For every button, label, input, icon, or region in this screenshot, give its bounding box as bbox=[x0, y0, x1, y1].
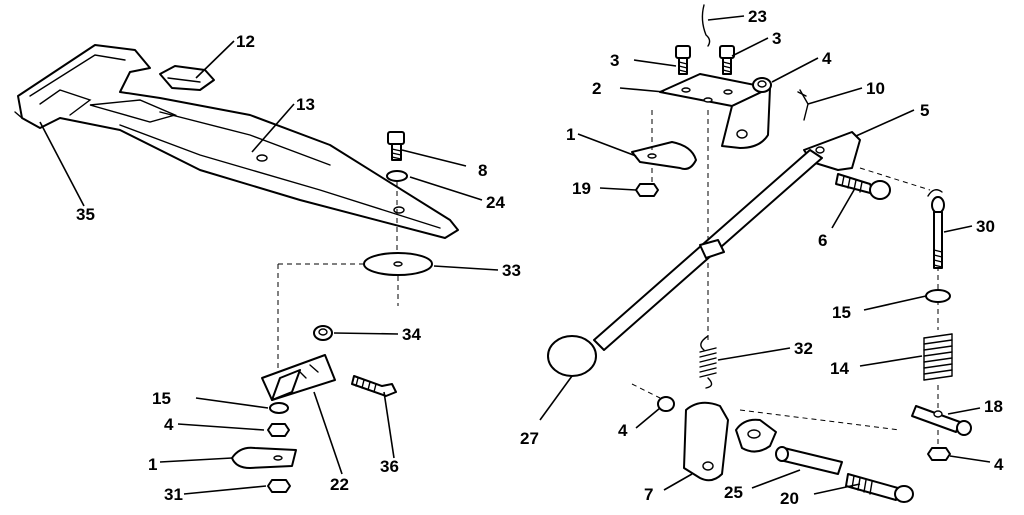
callout-15-right: 15 bbox=[832, 303, 851, 322]
callout-34: 34 bbox=[402, 325, 421, 344]
bolt-part-20 bbox=[845, 473, 914, 503]
callout-32: 32 bbox=[794, 339, 813, 358]
callout-30: 30 bbox=[976, 217, 995, 236]
callout-4-bottom: 4 bbox=[994, 455, 1004, 474]
bolt-part-36 bbox=[351, 375, 397, 397]
washer-part-15-left bbox=[269, 402, 289, 414]
callout-19: 19 bbox=[572, 179, 591, 198]
washer-part-33 bbox=[363, 252, 433, 276]
callout-18: 18 bbox=[984, 397, 1003, 416]
nut-part-4-mid bbox=[657, 396, 675, 412]
bolt-part-3-left bbox=[675, 45, 691, 75]
spring-part-14 bbox=[923, 333, 953, 381]
callout-13: 13 bbox=[296, 95, 315, 114]
washer-part-15-right bbox=[925, 289, 951, 303]
leader-lines bbox=[39, 15, 991, 495]
callout-7: 7 bbox=[644, 485, 653, 504]
callout-12: 12 bbox=[236, 32, 255, 51]
clip-part-1-left bbox=[231, 446, 297, 469]
rod-part-23 bbox=[701, 4, 711, 47]
nut-part-4-top bbox=[752, 77, 772, 93]
crank-part-7 bbox=[683, 401, 777, 482]
spring-part-32 bbox=[699, 335, 717, 389]
callout-3-left: 3 bbox=[610, 51, 619, 70]
callout-6: 6 bbox=[818, 231, 827, 250]
callout-labels: 12 13 35 8 24 33 34 15 4 1 31 22 36 23 3… bbox=[76, 7, 1004, 508]
stud-part-6 bbox=[835, 173, 891, 200]
callout-33: 33 bbox=[502, 261, 521, 280]
knob-part-27 bbox=[547, 335, 597, 377]
callout-36: 36 bbox=[380, 457, 399, 476]
callout-20: 20 bbox=[780, 489, 799, 508]
washer-part-24 bbox=[386, 170, 408, 182]
callout-23: 23 bbox=[748, 7, 767, 26]
callout-5: 5 bbox=[920, 101, 929, 120]
nut-part-19 bbox=[635, 183, 659, 197]
callout-31: 31 bbox=[164, 485, 183, 504]
pin-part-18 bbox=[911, 405, 972, 436]
callout-35: 35 bbox=[76, 205, 95, 224]
callout-27: 27 bbox=[520, 429, 539, 448]
callout-3-right: 3 bbox=[772, 29, 781, 48]
callout-10: 10 bbox=[866, 79, 885, 98]
nut-part-4-bottom bbox=[927, 447, 951, 461]
cotter-pin-part-10 bbox=[797, 89, 809, 121]
callout-1-left: 1 bbox=[148, 455, 157, 474]
callout-4-top: 4 bbox=[822, 49, 832, 68]
callout-4-left: 4 bbox=[164, 415, 174, 434]
bracket-part-2 bbox=[659, 73, 771, 149]
nut-part-4-left bbox=[267, 423, 290, 437]
nut-part-31 bbox=[267, 479, 291, 493]
bracket-part-22 bbox=[261, 354, 336, 401]
pad-part-12 bbox=[159, 65, 215, 91]
callout-22: 22 bbox=[330, 475, 349, 494]
callout-1-right: 1 bbox=[566, 125, 575, 144]
lever-arm-part-5 bbox=[593, 131, 861, 351]
pin-part-25 bbox=[775, 446, 843, 475]
eye-bolt-part-30 bbox=[927, 189, 945, 269]
callout-25: 25 bbox=[724, 483, 743, 502]
callout-14: 14 bbox=[830, 359, 849, 378]
bolt-part-8 bbox=[387, 131, 405, 161]
callout-15-left: 15 bbox=[152, 389, 171, 408]
callout-8: 8 bbox=[478, 161, 487, 180]
bolt-part-3-right bbox=[719, 45, 735, 75]
callout-24: 24 bbox=[486, 193, 505, 212]
callout-2: 2 bbox=[592, 79, 601, 98]
clip-part-1-right bbox=[631, 141, 697, 170]
callout-4-mid: 4 bbox=[618, 421, 628, 440]
nut-part-34 bbox=[313, 325, 333, 341]
